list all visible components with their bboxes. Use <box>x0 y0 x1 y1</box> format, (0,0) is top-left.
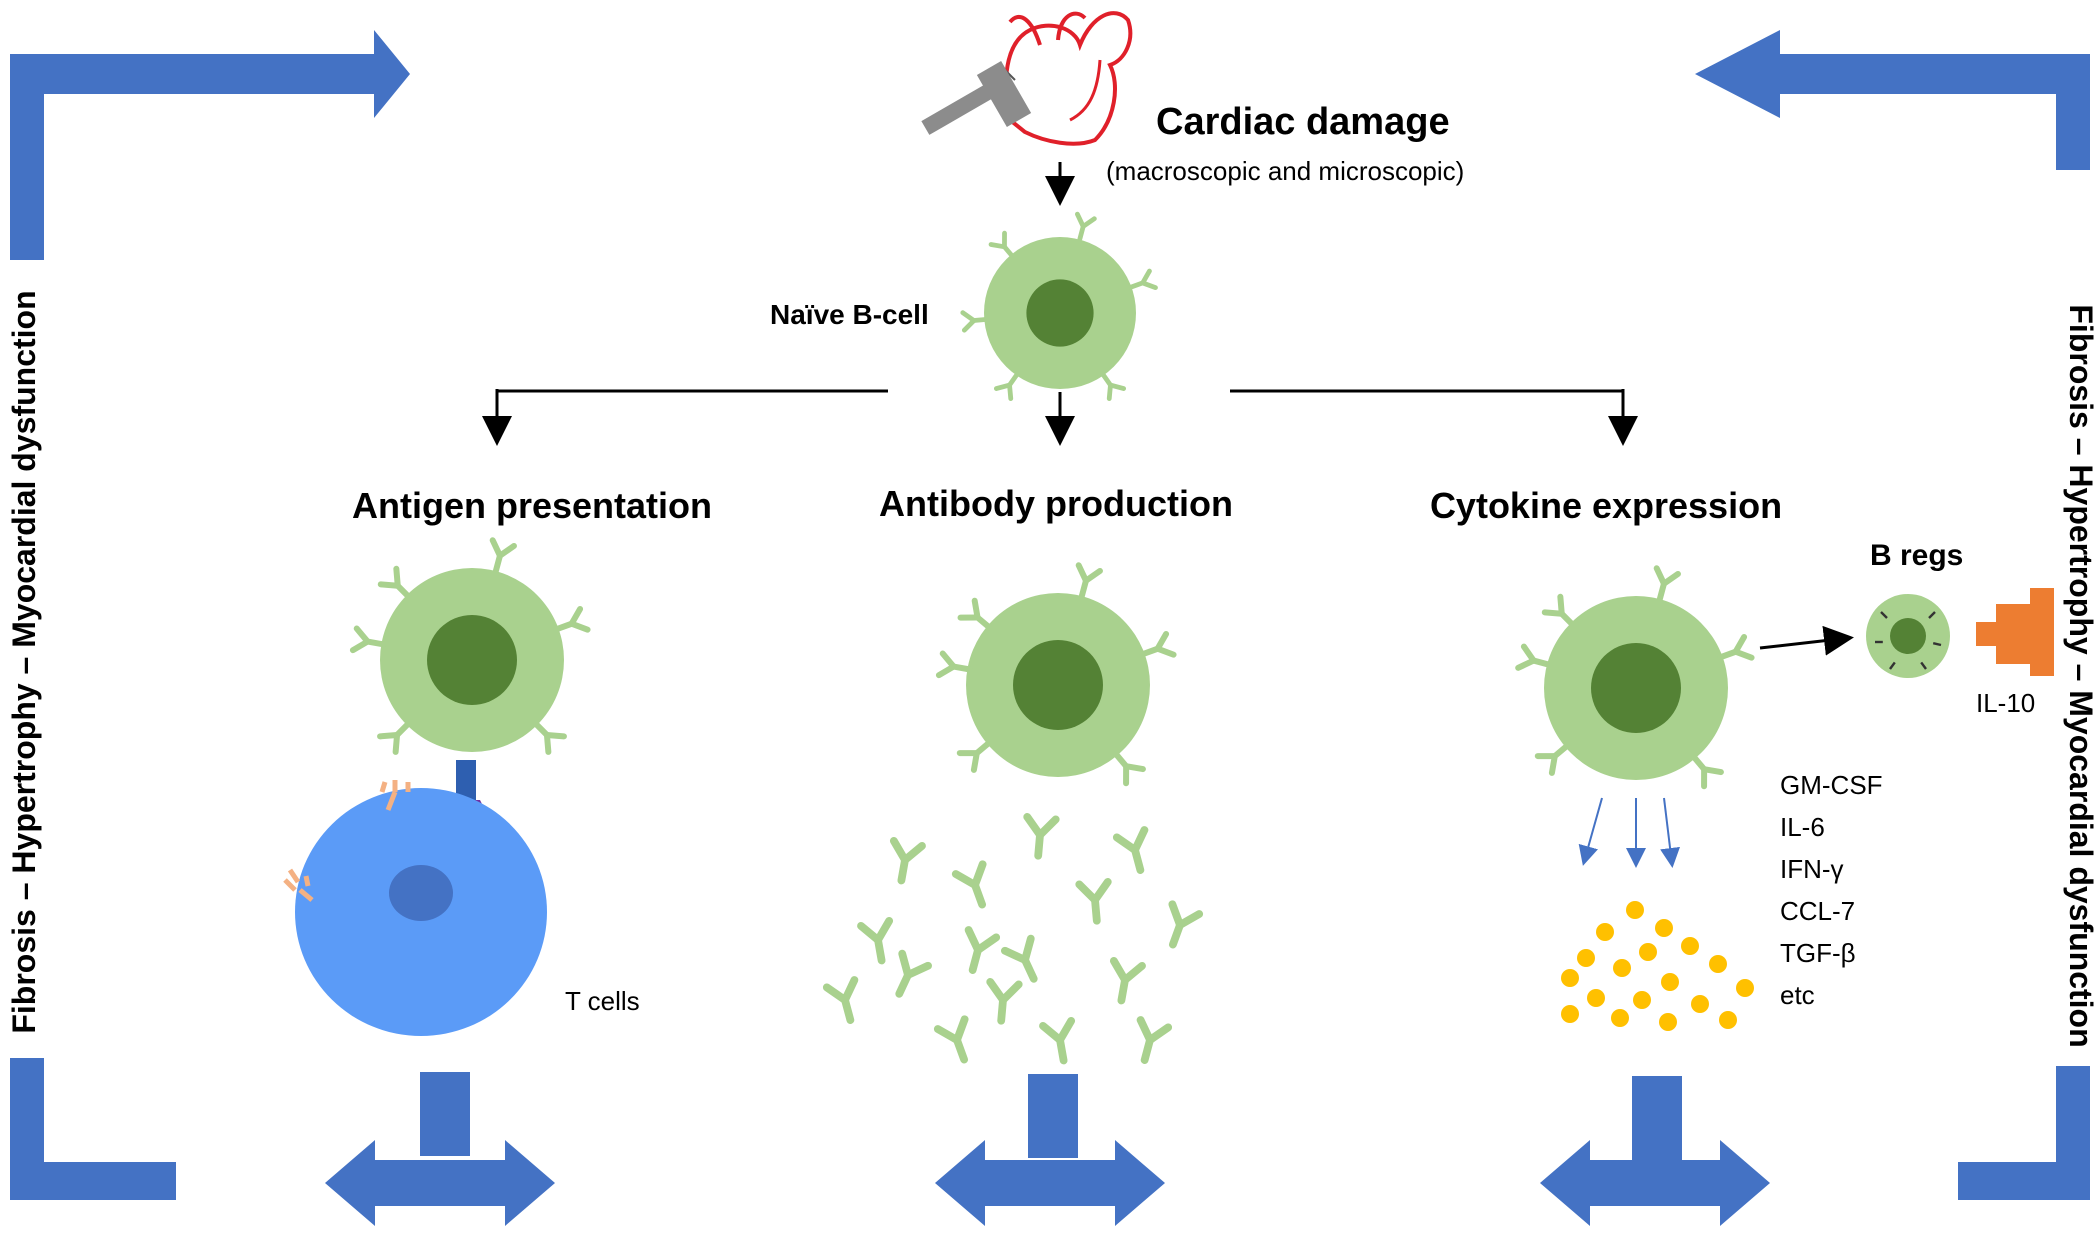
bottom-outcome-arrow-right <box>1540 1076 1770 1226</box>
left-feedback-arrow <box>10 30 410 1200</box>
free-antibodies <box>827 817 1199 1065</box>
bottom-outcome-arrow-middle <box>935 1074 1165 1226</box>
right-side-label: Fibrosis – Hypertrophy – Myocardial dysf… <box>2063 304 2099 1047</box>
t-cell-label: T cells <box>565 986 640 1016</box>
left-side-label: Fibrosis – Hypertrophy – Myocardial dysf… <box>6 290 42 1033</box>
cytokine-item: TGF-β <box>1780 938 1856 968</box>
bregs-title: B regs <box>1870 539 1963 572</box>
right-feedback-arrow <box>1695 30 2090 1200</box>
cytokine-item: CCL-7 <box>1780 896 1855 926</box>
branch-connectors <box>482 389 1638 446</box>
arrow-to-bregs <box>1759 625 1854 656</box>
cytokine-list: GM-CSF IL-6 IFN-γ CCL-7 TGF-β etc <box>1780 770 1883 1010</box>
antibody-b-cell <box>939 565 1174 783</box>
il10-label: IL-10 <box>1976 688 2035 718</box>
naive-b-cell <box>963 214 1156 399</box>
cytokine-particles <box>1561 901 1754 1031</box>
cytokine-item: GM-CSF <box>1780 770 1883 800</box>
page-subtitle: (macroscopic and microscopic) <box>1106 156 1464 186</box>
breg-cell <box>1866 594 1950 678</box>
t-cell <box>283 780 547 1036</box>
cytokine-item: IL-6 <box>1780 812 1825 842</box>
cytokine-b-cell <box>1518 568 1751 786</box>
antigen-b-cell <box>353 540 588 752</box>
branch-title-cytokine: Cytokine expression <box>1430 485 1782 526</box>
il10-inhibitor-icon <box>1976 588 2054 676</box>
page-title: Cardiac damage <box>1156 101 1450 143</box>
heart-hammer-icon <box>921 11 1133 146</box>
cytokine-release-arrows <box>1578 797 1681 868</box>
branch-title-antibody: Antibody production <box>879 483 1233 524</box>
cytokine-item: etc <box>1780 980 1815 1010</box>
cytokine-item: IFN-γ <box>1780 854 1844 884</box>
branch-title-antigen: Antigen presentation <box>352 485 712 526</box>
bottom-outcome-arrow-left <box>325 1072 555 1226</box>
naive-b-cell-label: Naïve B-cell <box>770 299 929 330</box>
